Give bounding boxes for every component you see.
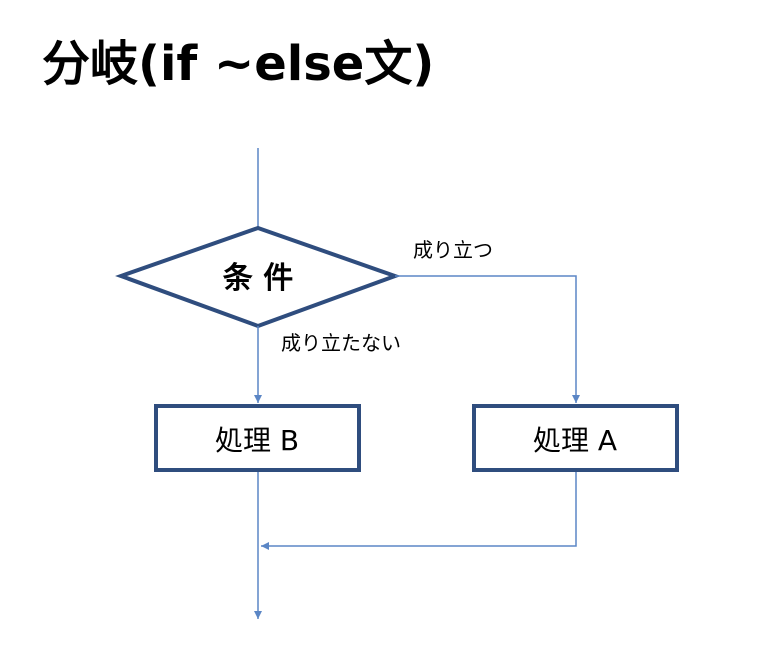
process-a-box xyxy=(472,404,679,472)
process-a-label: 処理 A xyxy=(533,424,617,457)
process-b-label: 処理 B xyxy=(215,424,299,457)
page-title: 分岐(if ~else文) xyxy=(42,36,435,92)
false-branch-label: 成り立たない xyxy=(281,331,401,355)
condition-label: 条 件 xyxy=(223,261,293,296)
merge-connector xyxy=(261,472,577,550)
true-branch-label: 成り立つ xyxy=(413,238,493,262)
process-b-box xyxy=(154,404,361,472)
true-branch-connector xyxy=(395,275,580,403)
